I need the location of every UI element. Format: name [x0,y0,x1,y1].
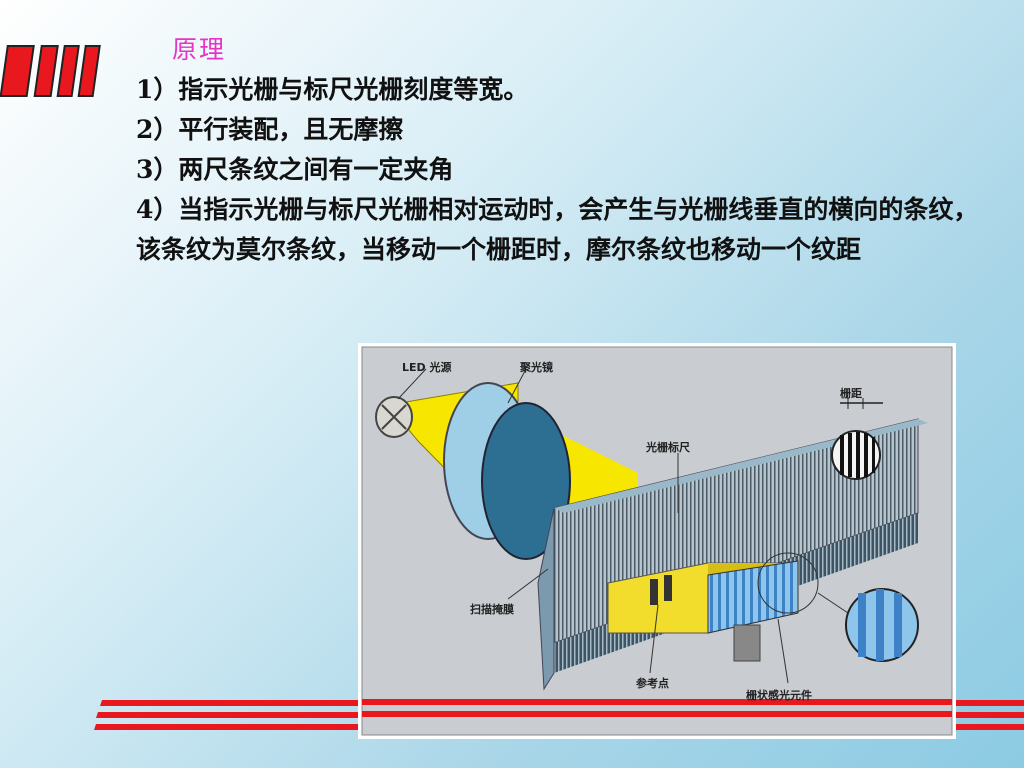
label-grating-pitch: 栅距 [840,387,862,400]
moire-grating-diagram: LED 光源 聚光镜 栅距 光栅标尺 扫描掩膜 参考点 栅状感光元件 [358,343,956,739]
diagram-drawing [361,346,953,736]
label-scanning-mask: 扫描掩膜 [470,603,514,616]
point-2: 2）平行装配，且无摩擦 [136,115,404,144]
point-1: 1）指示光栅与标尺光栅刻度等宽。 [136,75,529,104]
label-condenser-lens: 聚光镜 [520,361,553,374]
label-reference-point: 参考点 [636,677,669,690]
slide-body: 1）指示光栅与标尺光栅刻度等宽。 2）平行装配，且无摩擦 3）两尺条纹之间有一定… [136,70,996,270]
label-grating-scale: 光栅标尺 [646,441,690,454]
slide-title: 原理 [172,35,227,64]
label-led-source: LED 光源 [402,361,452,374]
logo-bars-decoration [0,45,101,97]
point-3: 3）两尺条纹之间有一定夹角 [136,155,454,184]
point-4: 4）当指示光栅与标尺光栅相对运动时，会产生与光栅线垂直的横向的条纹，该条纹为莫尔… [136,195,979,264]
label-sensor-element: 栅状感光元件 [746,689,812,702]
